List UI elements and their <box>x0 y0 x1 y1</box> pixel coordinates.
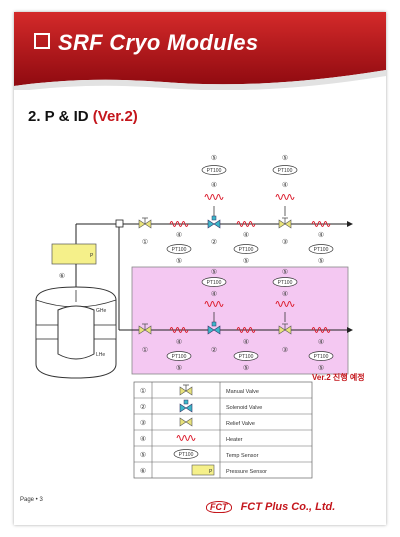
header-banner <box>14 12 386 90</box>
heater-icon <box>311 221 331 227</box>
pid-diagram: PT100 PT100 ⑤ ⑤ ④ ④ ① ④ ② ④ ③ ④ PT100 PT… <box>35 154 353 479</box>
sensor-label: PT100 <box>239 354 254 360</box>
callout-1: ① <box>142 346 148 354</box>
fct-logo-mark: FCT <box>206 501 232 513</box>
relief-valve-icon <box>278 217 292 229</box>
legend-num: ③ <box>140 419 146 427</box>
legend-label: Relief Valve <box>226 421 255 427</box>
callout-4: ④ <box>211 181 217 189</box>
pressure-sensor-icon <box>51 243 97 265</box>
slide-page: SRF Cryo Modules 2. P & ID (Ver.2) <box>14 12 386 525</box>
pressure-sensor-icon <box>191 464 215 476</box>
sensor-label: PT100 <box>207 280 222 286</box>
lhe-label: LHe <box>96 352 105 358</box>
callout-4: ④ <box>243 231 249 239</box>
legend-num: ⑥ <box>140 467 146 475</box>
manual-valve-icon <box>138 217 152 229</box>
sensor-label: PT100 <box>314 354 329 360</box>
callout-4: ④ <box>176 338 182 346</box>
callout-5: ⑤ <box>282 154 288 162</box>
callout-6: ⑥ <box>59 272 65 280</box>
heater-icon <box>204 194 224 200</box>
callout-4: ④ <box>318 338 324 346</box>
page-title: SRF Cryo Modules <box>34 30 258 56</box>
sensor-label: PT100 <box>179 452 194 458</box>
heater-icon <box>169 221 189 227</box>
sensor-label: PT100 <box>239 247 254 253</box>
section-title: 2. P & ID (Ver.2) <box>28 108 138 125</box>
callout-5: ⑤ <box>318 364 324 372</box>
callout-5: ⑤ <box>282 268 288 276</box>
relief-valve-icon <box>179 417 193 427</box>
legend-num: ① <box>140 387 146 395</box>
company-name: FCT Plus Co., Ltd. <box>240 501 336 513</box>
callout-4: ④ <box>282 290 288 298</box>
callout-4: ④ <box>318 231 324 239</box>
callout-2: ② <box>211 238 217 246</box>
callout-3: ③ <box>282 346 288 354</box>
heater-icon <box>275 194 295 200</box>
cryostat-vessel <box>35 286 117 379</box>
callout-1: ① <box>142 238 148 246</box>
pressure-label: P <box>90 253 94 259</box>
legend-label: Manual Valve <box>226 389 259 395</box>
sensor-label: PT100 <box>172 247 187 253</box>
page-number: Page • 3 <box>20 497 43 503</box>
pressure-label: P <box>209 469 213 475</box>
callout-4: ④ <box>282 181 288 189</box>
legend-num: ② <box>140 403 146 411</box>
legend-label: Pressure Sensor <box>226 469 267 475</box>
company-logo: FCT FCT Plus Co., Ltd. <box>206 501 335 513</box>
version-label: (Ver.2) <box>92 108 138 125</box>
solenoid-valve-icon <box>207 215 221 229</box>
sensor-label: PT100 <box>172 354 187 360</box>
callout-5: ⑤ <box>211 154 217 162</box>
sensor-label: PT100 <box>314 247 329 253</box>
junction-box <box>115 219 124 228</box>
legend-num: ④ <box>140 435 146 443</box>
legend-label: Solenoid Valve <box>226 405 262 411</box>
callout-4: ④ <box>211 290 217 298</box>
callout-3: ③ <box>282 238 288 246</box>
legend-num: ⑤ <box>140 451 146 459</box>
callout-5: ⑤ <box>211 268 217 276</box>
sensor-label: PT100 <box>278 168 293 174</box>
legend-table <box>133 381 313 479</box>
callout-5: ⑤ <box>176 364 182 372</box>
callout-2: ② <box>211 346 217 354</box>
callout-5: ⑤ <box>243 257 249 265</box>
callout-4: ④ <box>243 338 249 346</box>
legend-label: Heater <box>226 437 243 443</box>
callout-5: ⑤ <box>243 364 249 372</box>
sensor-label: PT100 <box>207 168 222 174</box>
callout-5: ⑤ <box>176 257 182 265</box>
ver2-note: Ver.2 진행 예정 <box>312 373 365 382</box>
callout-4: ④ <box>176 231 182 239</box>
legend-label: Temp Sensor <box>226 453 259 459</box>
callout-5: ⑤ <box>318 257 324 265</box>
heater-icon <box>236 221 256 227</box>
sensor-label: PT100 <box>278 280 293 286</box>
ghe-label: GHe <box>96 308 107 314</box>
checkbox-bullet-icon <box>34 33 50 49</box>
